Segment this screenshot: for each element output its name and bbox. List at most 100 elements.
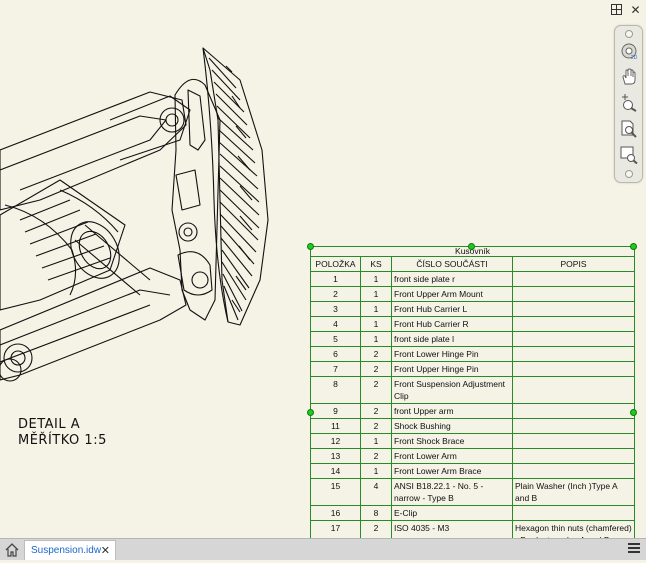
home-icon[interactable]	[4, 542, 20, 558]
zoom-icon[interactable]	[618, 92, 639, 113]
table-grip-top-left[interactable]	[307, 243, 314, 250]
close-icon[interactable]: ✕	[630, 2, 641, 17]
cell-part-number: front Upper arm	[391, 403, 513, 419]
cell-part-number: Front Lower Arm Brace	[391, 463, 513, 479]
drawing-canvas[interactable]: DETAIL A MĚŘÍTKO 1:5 ✕ 2D Kusovník	[0, 0, 646, 538]
cell-qty: 1	[360, 316, 392, 332]
cell-description	[511, 418, 636, 434]
cell-qty: 1	[360, 331, 392, 347]
cell-qty: 4	[360, 478, 392, 506]
navbar-options-icon[interactable]	[625, 170, 633, 178]
cell-part-number: front side plate r	[391, 271, 513, 287]
cell-item: 9	[310, 403, 361, 419]
cell-part-number: ISO 4035 - M3	[391, 520, 513, 538]
cell-part-number: Front Lower Hinge Pin	[391, 346, 513, 362]
cell-item: 13	[310, 448, 361, 464]
column-header-description: POPIS	[511, 256, 636, 272]
cell-description	[511, 448, 636, 464]
zoom-all-icon[interactable]	[618, 118, 639, 139]
document-tab-label: Suspension.idw	[31, 545, 102, 556]
detail-scale-label: MĚŘÍTKO 1:5	[18, 433, 107, 448]
cell-item: 2	[310, 286, 361, 302]
column-header-item: POLOŽKA	[310, 256, 361, 272]
cell-qty: 2	[360, 448, 392, 464]
cell-qty: 1	[360, 463, 392, 479]
cell-description	[511, 403, 636, 419]
cell-part-number: Front Upper Hinge Pin	[391, 361, 513, 377]
table-grip-middle-right[interactable]	[630, 409, 637, 416]
navbar-handle-icon[interactable]	[625, 30, 633, 38]
cell-description	[511, 346, 636, 362]
detail-label: DETAIL A	[18, 417, 81, 432]
cell-item: 14	[310, 463, 361, 479]
cell-part-number: E-Clip	[391, 505, 513, 521]
cell-qty: 2	[360, 520, 392, 538]
cell-qty: 2	[360, 418, 392, 434]
cell-qty: 1	[360, 271, 392, 287]
cell-part-number: Front Suspension Adjustment Clip	[391, 376, 513, 404]
cell-description	[511, 433, 636, 449]
cell-description	[511, 505, 636, 521]
cell-description	[511, 331, 636, 347]
cell-item: 15	[310, 478, 361, 506]
cell-part-number: ANSI B18.22.1 - No. 5 - narrow - Type B	[391, 478, 513, 506]
column-header-qty: KS	[360, 256, 392, 272]
cell-description	[511, 271, 636, 287]
cell-item: 3	[310, 301, 361, 317]
cell-item: 4	[310, 316, 361, 332]
cell-item: 11	[310, 418, 361, 434]
cell-item: 5	[310, 331, 361, 347]
svg-text:2D: 2D	[631, 55, 638, 60]
cell-item: 16	[310, 505, 361, 521]
zoom-window-icon[interactable]	[618, 144, 639, 165]
cell-description: Plain Washer (Inch )Type A and B	[511, 478, 636, 506]
tile-windows-icon[interactable]	[610, 3, 623, 16]
table-grip-top-middle[interactable]	[468, 243, 475, 250]
full-navigation-wheel-icon[interactable]: 2D	[618, 40, 639, 61]
cell-part-number: front side plate l	[391, 331, 513, 347]
cell-part-number: Front Hub Carrier R	[391, 316, 513, 332]
cell-qty: 1	[360, 301, 392, 317]
cell-item: 1	[310, 271, 361, 287]
tab-close-icon[interactable]: ✕	[100, 545, 110, 557]
cell-item: 12	[310, 433, 361, 449]
parts-list-table[interactable]: Kusovník POLOŽKA KS ČÍSLO SOUČÁSTI POPIS…	[309, 246, 636, 538]
table-grip-top-right[interactable]	[630, 243, 637, 250]
cell-description	[511, 361, 636, 377]
document-tab-suspension[interactable]: Suspension.idw ✕	[24, 540, 116, 560]
cell-qty: 2	[360, 403, 392, 419]
cell-item: 7	[310, 361, 361, 377]
cell-description: Hexagon thin nuts (chamfered) - Product …	[511, 520, 636, 538]
cell-description	[511, 463, 636, 479]
menu-icon[interactable]	[628, 543, 640, 555]
detail-view-drawing[interactable]	[0, 0, 646, 538]
cell-qty: 2	[360, 361, 392, 377]
cell-qty: 1	[360, 286, 392, 302]
cell-qty: 2	[360, 346, 392, 362]
cell-part-number: Front Lower Arm	[391, 448, 513, 464]
cell-qty: 8	[360, 505, 392, 521]
cell-part-number: Front Upper Arm Mount	[391, 286, 513, 302]
cell-item: 8	[310, 376, 361, 404]
cell-qty: 2	[360, 376, 392, 404]
document-tab-bar: Suspension.idw ✕	[0, 538, 646, 560]
column-header-part-number: ČÍSLO SOUČÁSTI	[391, 256, 513, 272]
table-grip-middle-left[interactable]	[307, 409, 314, 416]
pan-icon[interactable]	[618, 66, 639, 87]
